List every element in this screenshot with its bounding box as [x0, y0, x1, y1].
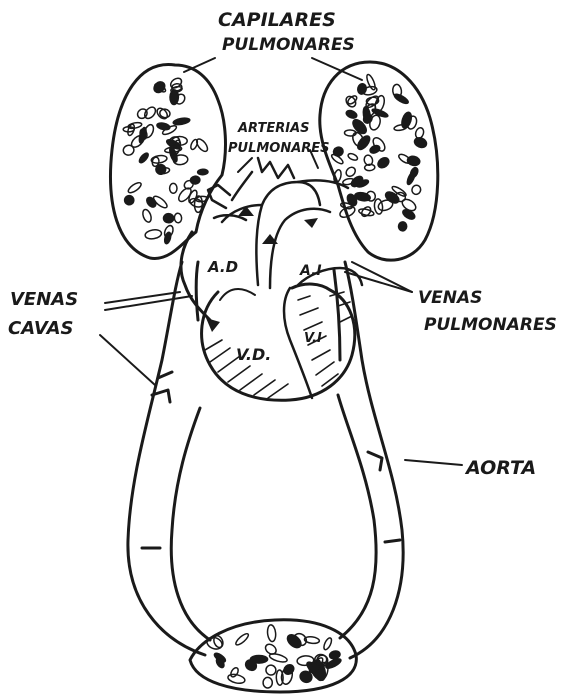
capillary-cell — [282, 663, 296, 676]
capillary-cell — [400, 111, 413, 129]
label-venas-cavas-1: VENAS — [10, 289, 78, 310]
label-venas-pulmonares-1: VENAS — [418, 288, 482, 308]
capillary-cell — [122, 144, 135, 156]
capillary-cell — [364, 164, 375, 171]
capillary-cell — [345, 109, 358, 119]
label-aorta: AORTA — [464, 457, 536, 479]
capillary-cell — [229, 666, 239, 678]
capillary-cell — [124, 195, 134, 205]
capillary-cell — [398, 222, 407, 231]
capillary-cell — [344, 165, 357, 178]
capillary-cell — [332, 146, 344, 157]
capillary-cell — [263, 677, 272, 688]
label-ventriculo-derecho: V.D. — [236, 345, 271, 364]
capillary-cell — [156, 122, 170, 131]
capillary-cell — [197, 169, 208, 175]
capillary-cell — [347, 152, 358, 161]
label-ventriculo-izquierdo: V.I — [304, 331, 322, 346]
capillary-cell — [143, 123, 155, 139]
capillary-cell — [163, 214, 173, 223]
capillary-cell — [189, 139, 198, 151]
capillary-cell — [170, 90, 179, 105]
capillary-cell — [406, 171, 417, 186]
label-venas-cavas-2: CAVAS — [8, 318, 74, 339]
capillary-cell — [141, 208, 152, 223]
capillary-cell — [145, 196, 158, 209]
label-atrio-derecho: A.D — [207, 258, 238, 276]
systemic-circulation — [128, 262, 403, 658]
label-arterias-pulmonares-2: PULMONARES — [228, 141, 330, 156]
capillary-cell — [267, 624, 277, 642]
capillary-cell — [190, 176, 200, 185]
capillary-cell — [411, 184, 423, 196]
capillary-cell — [194, 196, 203, 213]
capillary-cell — [407, 155, 421, 166]
capillary-cell — [170, 183, 177, 193]
capillary-cell — [322, 637, 333, 651]
left-lung — [111, 65, 226, 259]
capillary-cell — [138, 152, 150, 164]
body-capillary-pattern — [205, 624, 342, 688]
label-arterias-pulmonares-1: ARTERIAS — [237, 121, 310, 136]
capillary-cell — [127, 181, 143, 195]
capillary-cell — [376, 156, 391, 170]
capillary-cell — [173, 117, 191, 126]
capillary-cell — [364, 94, 380, 109]
label-venas-pulmonares-2: PULMONARES — [424, 315, 557, 335]
label-atrio-izquierdo: A.I — [299, 263, 322, 279]
label-capilares-pulmonares-1: CAPILARES — [218, 9, 336, 31]
capillary-cell — [285, 632, 303, 650]
capillary-cell — [384, 190, 401, 206]
capillary-cell — [397, 153, 412, 165]
capillary-cell — [355, 134, 371, 152]
label-capilares-pulmonares-2: PULMONARES — [222, 35, 355, 55]
capillary-cell — [145, 229, 163, 240]
arrow-down-icon — [206, 318, 220, 332]
lung-capillary-pattern — [122, 73, 428, 244]
arrow-up-icon — [238, 206, 318, 244]
capillary-cell — [155, 106, 169, 120]
capillary-cell — [234, 632, 250, 647]
capillary-cell — [174, 213, 182, 223]
